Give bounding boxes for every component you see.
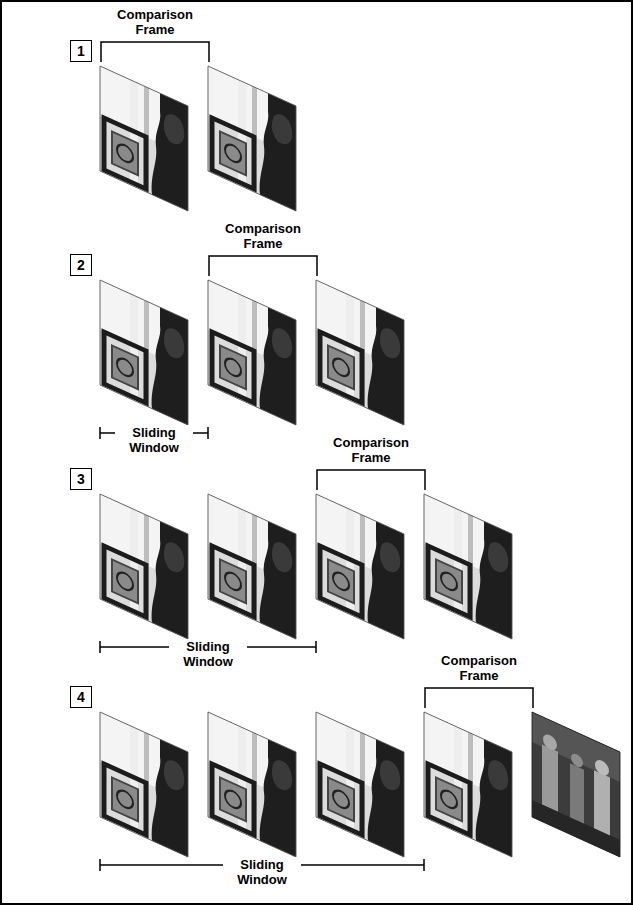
comparison-bracket	[101, 42, 209, 62]
video-frame	[424, 494, 512, 639]
video-frame-new-shot	[532, 712, 620, 857]
video-frame	[208, 66, 296, 211]
step-number: 3	[77, 471, 85, 487]
comparison-frame-label: Comparison Frame	[107, 7, 203, 37]
comparison-bracket	[425, 688, 533, 708]
sliding-window-label: Sliding Window	[115, 425, 193, 455]
comparison-frame-label: Comparison Frame	[323, 435, 419, 465]
step-number-box: 2	[70, 254, 92, 276]
frame-sequence	[100, 66, 620, 857]
comparison-bracket	[209, 256, 317, 276]
sliding-window-label: Sliding Window	[169, 639, 247, 669]
video-frame	[208, 494, 296, 639]
video-frame	[316, 494, 404, 639]
video-frame	[316, 280, 404, 425]
sliding-window-label: Sliding Window	[223, 857, 301, 887]
comparison-bracket	[317, 470, 425, 490]
step-number: 2	[77, 257, 85, 273]
video-frame	[100, 66, 188, 211]
video-frame	[100, 712, 188, 857]
video-frame	[208, 712, 296, 857]
video-frame	[100, 280, 188, 425]
step-number-box: 1	[70, 40, 92, 62]
step-number: 1	[77, 43, 85, 59]
comparison-frame-label: Comparison Frame	[431, 653, 527, 683]
video-frame	[316, 712, 404, 857]
comparison-frame-label: Comparison Frame	[215, 221, 311, 251]
step-number: 4	[77, 689, 85, 705]
step-number-box: 4	[70, 686, 92, 708]
step-number-box: 3	[70, 468, 92, 490]
video-frame	[208, 280, 296, 425]
brackets	[100, 42, 533, 871]
video-frame	[100, 494, 188, 639]
video-frame	[424, 712, 512, 857]
